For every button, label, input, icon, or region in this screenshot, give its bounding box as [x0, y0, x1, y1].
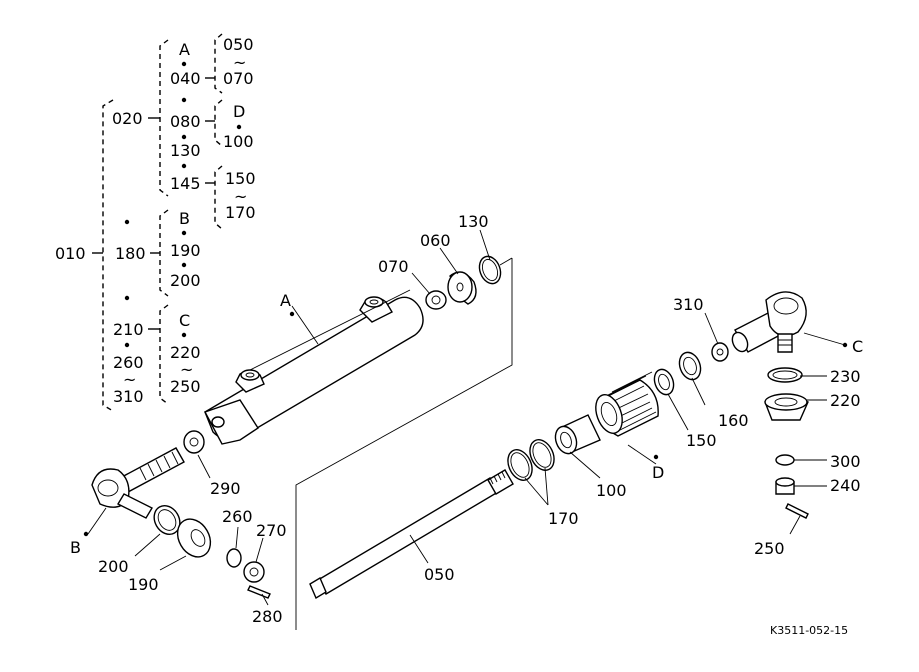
callout-A: A	[280, 291, 291, 310]
part-060-piston	[447, 271, 477, 305]
part-070-nut	[425, 290, 447, 310]
callout-300: 300	[830, 452, 861, 471]
callout-160: 160	[718, 411, 749, 430]
part-250-pin	[785, 503, 809, 519]
tree-tilde-3: ~	[180, 360, 193, 379]
tree-080: 080	[170, 112, 201, 131]
tree-A: A	[179, 40, 190, 59]
part-200-ring	[153, 504, 181, 536]
part-300-washer	[775, 454, 795, 466]
part-280-pin	[247, 585, 271, 599]
callout-070: 070	[378, 257, 409, 276]
tree-tilde-2: ~	[234, 187, 247, 206]
callout-150: 150	[686, 431, 717, 450]
part-130-o-ring	[478, 255, 502, 285]
callout-270: 270	[256, 521, 287, 540]
callout-260: 260	[222, 507, 253, 526]
callout-200: 200	[98, 557, 129, 576]
tree-170: 170	[225, 203, 256, 222]
part-160-seal	[678, 351, 702, 381]
part-100-bushing	[554, 414, 601, 455]
tree-tilde-4: ~	[123, 370, 136, 389]
tree-D: D	[233, 102, 245, 121]
tree-050: 050	[223, 35, 254, 54]
tree-200: 200	[170, 271, 201, 290]
callout-290: 290	[210, 479, 241, 498]
tree-070: 070	[223, 69, 254, 88]
tree-B: B	[179, 209, 190, 228]
tree-220: 220	[170, 343, 201, 362]
part-290-nut	[183, 430, 205, 454]
figure-code: K3511-052-15	[770, 624, 848, 637]
piston-rod	[309, 469, 514, 600]
tree-210: 210	[113, 320, 144, 339]
callout-leaders	[83, 229, 848, 606]
tie-rod-end-C	[731, 291, 807, 353]
assembly-tree: 010 020 A 040 050 ~ 070 080 D 100 130 14…	[55, 33, 256, 412]
part-170-o-rings	[507, 439, 555, 481]
assembly-frame-line	[295, 258, 513, 630]
tree-145: 145	[170, 174, 201, 193]
callout-170: 170	[548, 509, 579, 528]
tree-250: 250	[170, 377, 201, 396]
tree-180: 180	[115, 244, 146, 263]
tie-rod-end-B	[91, 447, 185, 519]
tree-C: C	[179, 311, 190, 330]
callout-C: C	[852, 337, 863, 356]
tree-010: 010	[55, 244, 86, 263]
part-260-washer	[226, 548, 242, 568]
callout-310: 310	[673, 295, 704, 314]
callout-250: 250	[754, 539, 785, 558]
part-240-nut	[775, 477, 795, 495]
tree-150: 150	[225, 169, 256, 188]
part-270-nut	[243, 561, 265, 583]
callout-230: 230	[830, 367, 861, 386]
part-230-ring	[767, 367, 803, 383]
callout-190: 190	[128, 575, 159, 594]
part-310-nut	[711, 342, 729, 362]
part-190-boot	[176, 518, 212, 558]
part-220-boot	[764, 393, 809, 421]
tree-100: 100	[223, 132, 254, 151]
callout-240: 240	[830, 476, 861, 495]
callout-220: 220	[830, 391, 861, 410]
part-gland-D	[595, 371, 659, 437]
tree-020: 020	[112, 109, 143, 128]
callout-B: B	[70, 538, 81, 557]
tree-260: 260	[113, 353, 144, 372]
callout-100: 100	[596, 481, 627, 500]
tree-040: 040	[170, 69, 201, 88]
part-150-seal	[653, 368, 675, 396]
callout-130: 130	[458, 212, 489, 231]
callout-labels: A 130 060 070 310 C 230 220 160 150 D 10…	[70, 212, 863, 626]
tree-130: 130	[170, 141, 201, 160]
callout-050: 050	[424, 565, 455, 584]
tree-310: 310	[113, 387, 144, 406]
tree-190: 190	[170, 241, 201, 260]
tree-tilde-1: ~	[233, 53, 246, 72]
callout-060: 060	[420, 231, 451, 250]
cylinder-tube	[203, 289, 424, 445]
callout-280: 280	[252, 607, 283, 626]
callout-D: D	[652, 463, 664, 482]
